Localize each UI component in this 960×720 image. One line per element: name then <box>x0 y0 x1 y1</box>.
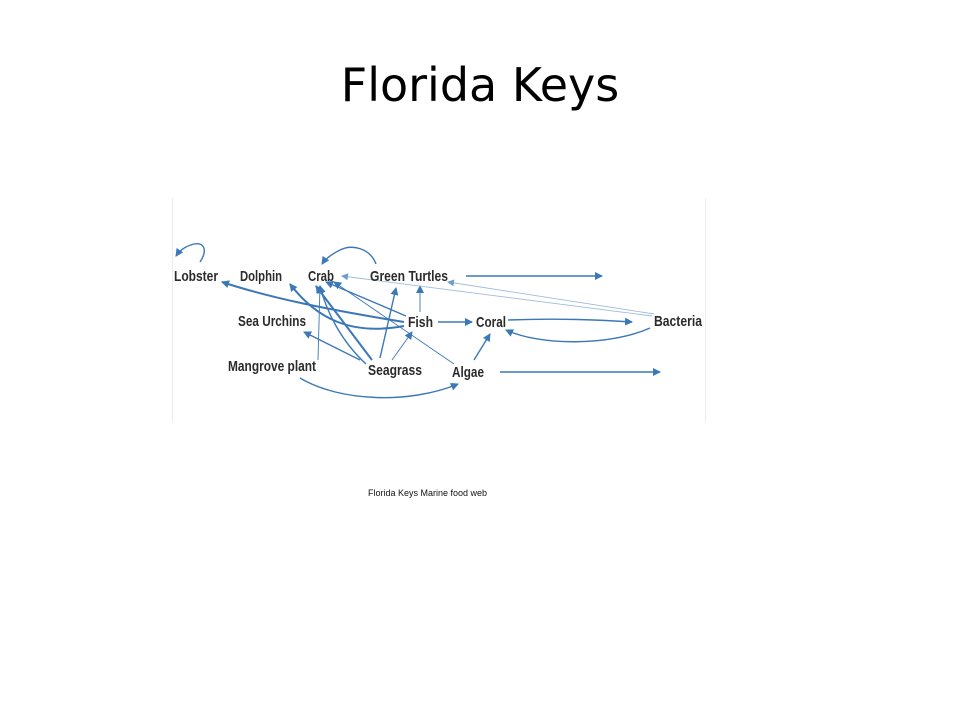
edge-seagrass-crab-2 <box>317 285 367 365</box>
edges <box>175 243 661 399</box>
node-seagrass: Seagrass <box>368 362 422 379</box>
light-edges <box>341 273 655 317</box>
node-fish: Fish <box>408 314 433 331</box>
edge-seagrass-crab <box>315 285 373 361</box>
node-coral: Coral <box>476 314 506 331</box>
node-labels: Lobster Dolphin Crab Green Turtles Sea U… <box>174 268 703 381</box>
edge-bacteria-crab <box>341 273 653 317</box>
edge-algae-coral <box>473 333 491 361</box>
node-dolphin: Dolphin <box>240 268 282 285</box>
node-mangrove-plant: Mangrove plant <box>228 358 316 375</box>
diagram-frame <box>172 198 706 422</box>
node-algae: Algae <box>452 364 484 381</box>
edge-seagrass-urchins <box>303 331 361 361</box>
edge-bacteria-turtles <box>447 279 655 315</box>
slide-title: Florida Keys <box>340 58 620 112</box>
edge-seagrass-turtles <box>379 287 399 359</box>
edge-bacteria-coral <box>505 327 651 343</box>
edge-mangrove-algae <box>299 377 459 399</box>
node-lobster: Lobster <box>174 268 218 285</box>
node-sea-urchins: Sea Urchins <box>238 313 306 330</box>
edge-seagrass-fish <box>391 331 413 361</box>
node-crab: Crab <box>308 268 334 285</box>
diagram-caption: Florida Keys Marine food web <box>368 488 488 498</box>
edge-coral-bacteria <box>507 317 633 326</box>
edge-mangrove-crab <box>315 285 324 361</box>
edge-algae-crab <box>333 281 455 365</box>
node-green-turtles: Green Turtles <box>370 268 448 285</box>
edge-fish-lobster <box>221 280 405 323</box>
edge-lobster-loop <box>175 243 205 263</box>
node-bacteria: Bacteria <box>654 313 703 330</box>
edge-turtles-crab-loop <box>321 246 377 265</box>
